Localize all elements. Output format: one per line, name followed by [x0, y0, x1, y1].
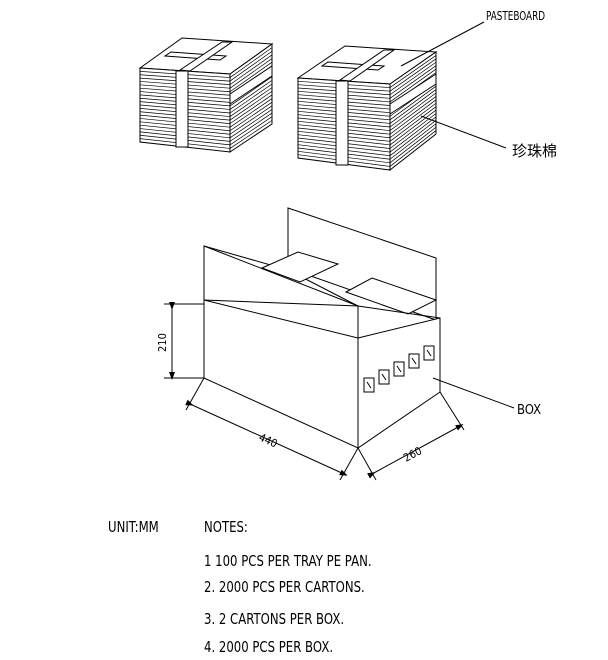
strapping-label: 珍珠棉 [512, 142, 557, 160]
carton-stack-right [296, 45, 438, 172]
pasteboard-leader [400, 21, 485, 67]
open-box [203, 207, 441, 449]
dimension-width [357, 391, 465, 481]
carton-stack-left [138, 37, 274, 153]
box-label: BOX [517, 403, 541, 418]
dim-height-value: 210 [156, 333, 169, 352]
box-leader [432, 377, 515, 409]
handling-symbols [363, 345, 435, 393]
dimension-length [185, 377, 359, 481]
strapping-leader [420, 115, 507, 149]
dim-length-value: 440 [257, 431, 280, 451]
pasteboard-label: PASTEBOARD [486, 9, 545, 23]
dimension-height [164, 302, 204, 380]
